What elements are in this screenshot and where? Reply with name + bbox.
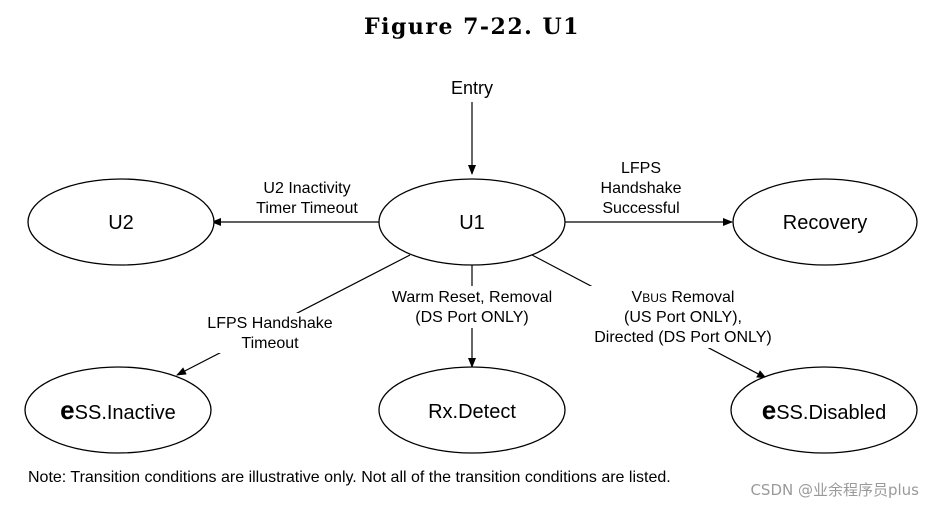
- ess-inactive-rest: SS.Inactive: [75, 402, 176, 424]
- condition-to-rx-detect: Warm Reset, Removal (DS Port ONLY): [377, 286, 569, 328]
- state-recovery-shape: [732, 178, 918, 266]
- state-u1: U1: [378, 178, 566, 266]
- condition-to-recovery: LFPS Handshake Successful: [601, 160, 682, 217]
- vbus-bus: BUS: [642, 291, 667, 305]
- condition-to-recovery-line2: Handshake: [601, 180, 682, 197]
- footnote: Note: Transition conditions are illustra…: [28, 469, 671, 486]
- state-recovery: Recovery: [732, 178, 918, 266]
- watermark-text: CSDN @业余程序员plus: [750, 481, 919, 499]
- condition-to-ess-disabled: VBUS Removal (US Port ONLY), Directed (D…: [578, 286, 790, 348]
- condition-to-ess-disabled-line1: VBUS Removal: [632, 289, 735, 306]
- state-rx-detect-shape: [378, 366, 566, 454]
- condition-to-u2-line2: Timer Timeout: [256, 200, 358, 217]
- state-rx-detect-label: Rx.Detect: [428, 401, 516, 423]
- state-ess-inactive-shape: [24, 366, 212, 454]
- condition-to-rx-detect-line1: Warm Reset, Removal: [392, 289, 552, 306]
- condition-to-ess-inactive-line2: Timeout: [241, 335, 299, 352]
- state-recovery-label: Recovery: [783, 212, 867, 234]
- condition-to-rx-detect-bg: [377, 286, 569, 328]
- condition-to-ess-disabled-line3: Directed (DS Port ONLY): [594, 329, 772, 346]
- state-u2-label: U2: [108, 212, 134, 234]
- entry-label: Entry: [451, 78, 493, 98]
- condition-to-ess-inactive-line1: LFPS Handshake: [207, 315, 333, 332]
- ess-disabled-prefix: e: [762, 395, 776, 425]
- condition-to-rx-detect-line2: (DS Port ONLY): [415, 309, 529, 326]
- state-ess-disabled-label: eSS.Disabled: [762, 395, 887, 425]
- condition-to-ess-disabled-line2: (US Port ONLY),: [624, 309, 742, 326]
- condition-to-ess-disabled-bg: [578, 286, 790, 348]
- state-ess-inactive-label: eSS.Inactive: [60, 395, 176, 425]
- state-ess-disabled-shape: [730, 366, 918, 454]
- figure-title: Figure 7-22. U1: [364, 14, 580, 40]
- state-ess-inactive: eSS.Inactive: [24, 366, 212, 454]
- condition-to-recovery-line1: LFPS: [621, 160, 661, 177]
- vbus-v: V: [632, 289, 643, 306]
- state-ess-disabled: eSS.Disabled: [730, 366, 918, 454]
- state-u1-shape: [378, 178, 566, 266]
- condition-to-u2-line1: U2 Inactivity: [263, 180, 350, 197]
- state-u2-shape: [27, 178, 215, 266]
- ess-disabled-rest: SS.Disabled: [776, 402, 886, 424]
- vbus-removal: Removal: [667, 289, 735, 306]
- condition-to-u2: U2 Inactivity Timer Timeout: [256, 180, 358, 217]
- state-u2: U2: [27, 178, 215, 266]
- condition-to-ess-inactive: LFPS Handshake Timeout: [196, 313, 346, 353]
- state-u1-label: U1: [459, 212, 485, 234]
- condition-to-recovery-line3: Successful: [602, 200, 679, 217]
- condition-to-ess-inactive-bg: [196, 313, 346, 353]
- ess-inactive-prefix: e: [60, 395, 74, 425]
- state-rx-detect: Rx.Detect: [378, 366, 566, 454]
